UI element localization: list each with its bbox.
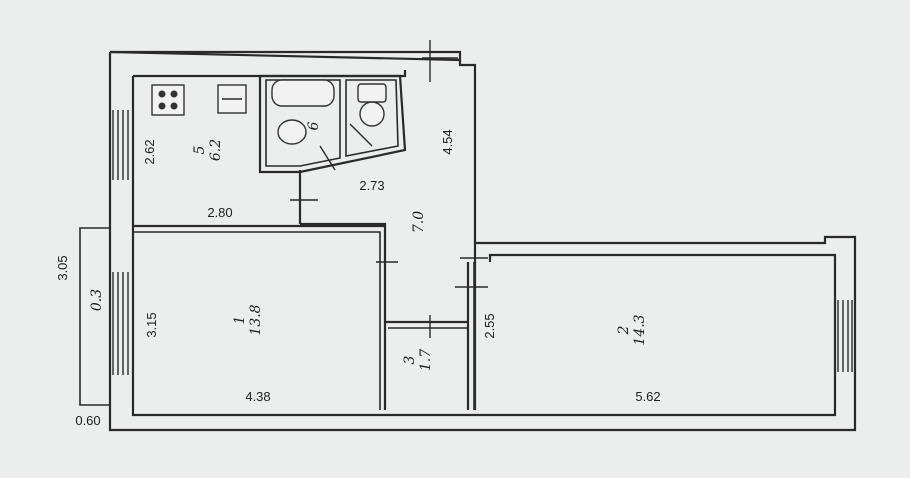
stove-icon bbox=[151, 84, 185, 116]
outer-wall-main bbox=[108, 52, 857, 432]
toilet-bowl-icon bbox=[359, 101, 385, 127]
dimension-ticks bbox=[290, 40, 488, 338]
window-room1 bbox=[112, 272, 129, 375]
dim-room-left-width: 3.15 bbox=[144, 312, 159, 337]
svg-text:1: 1 bbox=[232, 316, 248, 325]
bathroom-block bbox=[258, 74, 407, 174]
stove-burner-icon bbox=[170, 102, 178, 110]
outer-wall-top bbox=[110, 50, 477, 410]
dim-room-right-length: 5.62 bbox=[635, 389, 660, 404]
windows bbox=[112, 110, 853, 375]
kitchen-fixtures bbox=[151, 84, 247, 116]
dim-room-left-length: 4.38 bbox=[245, 389, 270, 404]
svg-text:7.0: 7.0 bbox=[411, 211, 427, 233]
dim-balcony-length: 3.05 bbox=[55, 255, 70, 280]
stove-burner-icon bbox=[170, 90, 178, 98]
svg-text:13.8: 13.8 bbox=[248, 304, 264, 335]
svg-text:1.7: 1.7 bbox=[418, 349, 434, 371]
top-slant-wall bbox=[109, 50, 461, 62]
wall-hall-bottom bbox=[300, 222, 387, 226]
toilet-tank-icon bbox=[357, 83, 387, 103]
svg-text:6.2: 6.2 bbox=[208, 139, 224, 161]
inner-top-wall bbox=[133, 70, 407, 78]
stove-burner-icon bbox=[158, 90, 166, 98]
balcony-area-label: 0.3 bbox=[89, 289, 105, 311]
balcony-outline bbox=[79, 227, 110, 406]
bathtub-icon bbox=[271, 79, 335, 107]
outer-walls bbox=[108, 50, 857, 432]
svg-text:2: 2 bbox=[616, 325, 632, 335]
bathroom-outer bbox=[258, 74, 407, 174]
room-3-label: 3 1.7 bbox=[402, 349, 434, 371]
room-5-label: 5 6.2 bbox=[192, 139, 224, 161]
dim-kitchen-length: 2.80 bbox=[207, 205, 232, 220]
room-4-label: 7.0 bbox=[411, 211, 427, 233]
window-kitchen bbox=[112, 110, 129, 180]
dimension-labels: 2.62 2.80 2.73 4.54 2.55 5.62 3.15 4.38 … bbox=[55, 129, 661, 428]
room-6-label: 6 bbox=[306, 121, 322, 130]
balcony bbox=[79, 227, 110, 406]
dim-room-right-width: 2.55 bbox=[482, 313, 497, 338]
inner-wall-outline bbox=[131, 76, 837, 417]
wall-room1-inner bbox=[133, 231, 381, 410]
stove-burner-icon bbox=[158, 102, 166, 110]
svg-text:5: 5 bbox=[192, 145, 208, 154]
dim-hall-length: 2.73 bbox=[359, 178, 384, 193]
svg-text:3: 3 bbox=[402, 355, 418, 364]
room-labels: 5 6.2 6 7.0 1 13.8 3 1.7 2 14.3 0.3 bbox=[89, 121, 648, 371]
room-2-label: 2 14.3 bbox=[616, 314, 648, 345]
dim-kitchen-width: 2.62 bbox=[142, 139, 157, 164]
room-1-label: 1 13.8 bbox=[232, 304, 264, 335]
window-room2 bbox=[837, 300, 853, 372]
svg-text:6: 6 bbox=[306, 121, 322, 130]
dim-balcony-depth: 0.60 bbox=[75, 413, 100, 428]
svg-text:14.3: 14.3 bbox=[632, 314, 648, 345]
wc-room-inner bbox=[345, 79, 399, 157]
dim-hall-height: 4.54 bbox=[440, 129, 455, 154]
sink-icon bbox=[277, 119, 307, 145]
svg-text:0.3: 0.3 bbox=[89, 289, 105, 311]
